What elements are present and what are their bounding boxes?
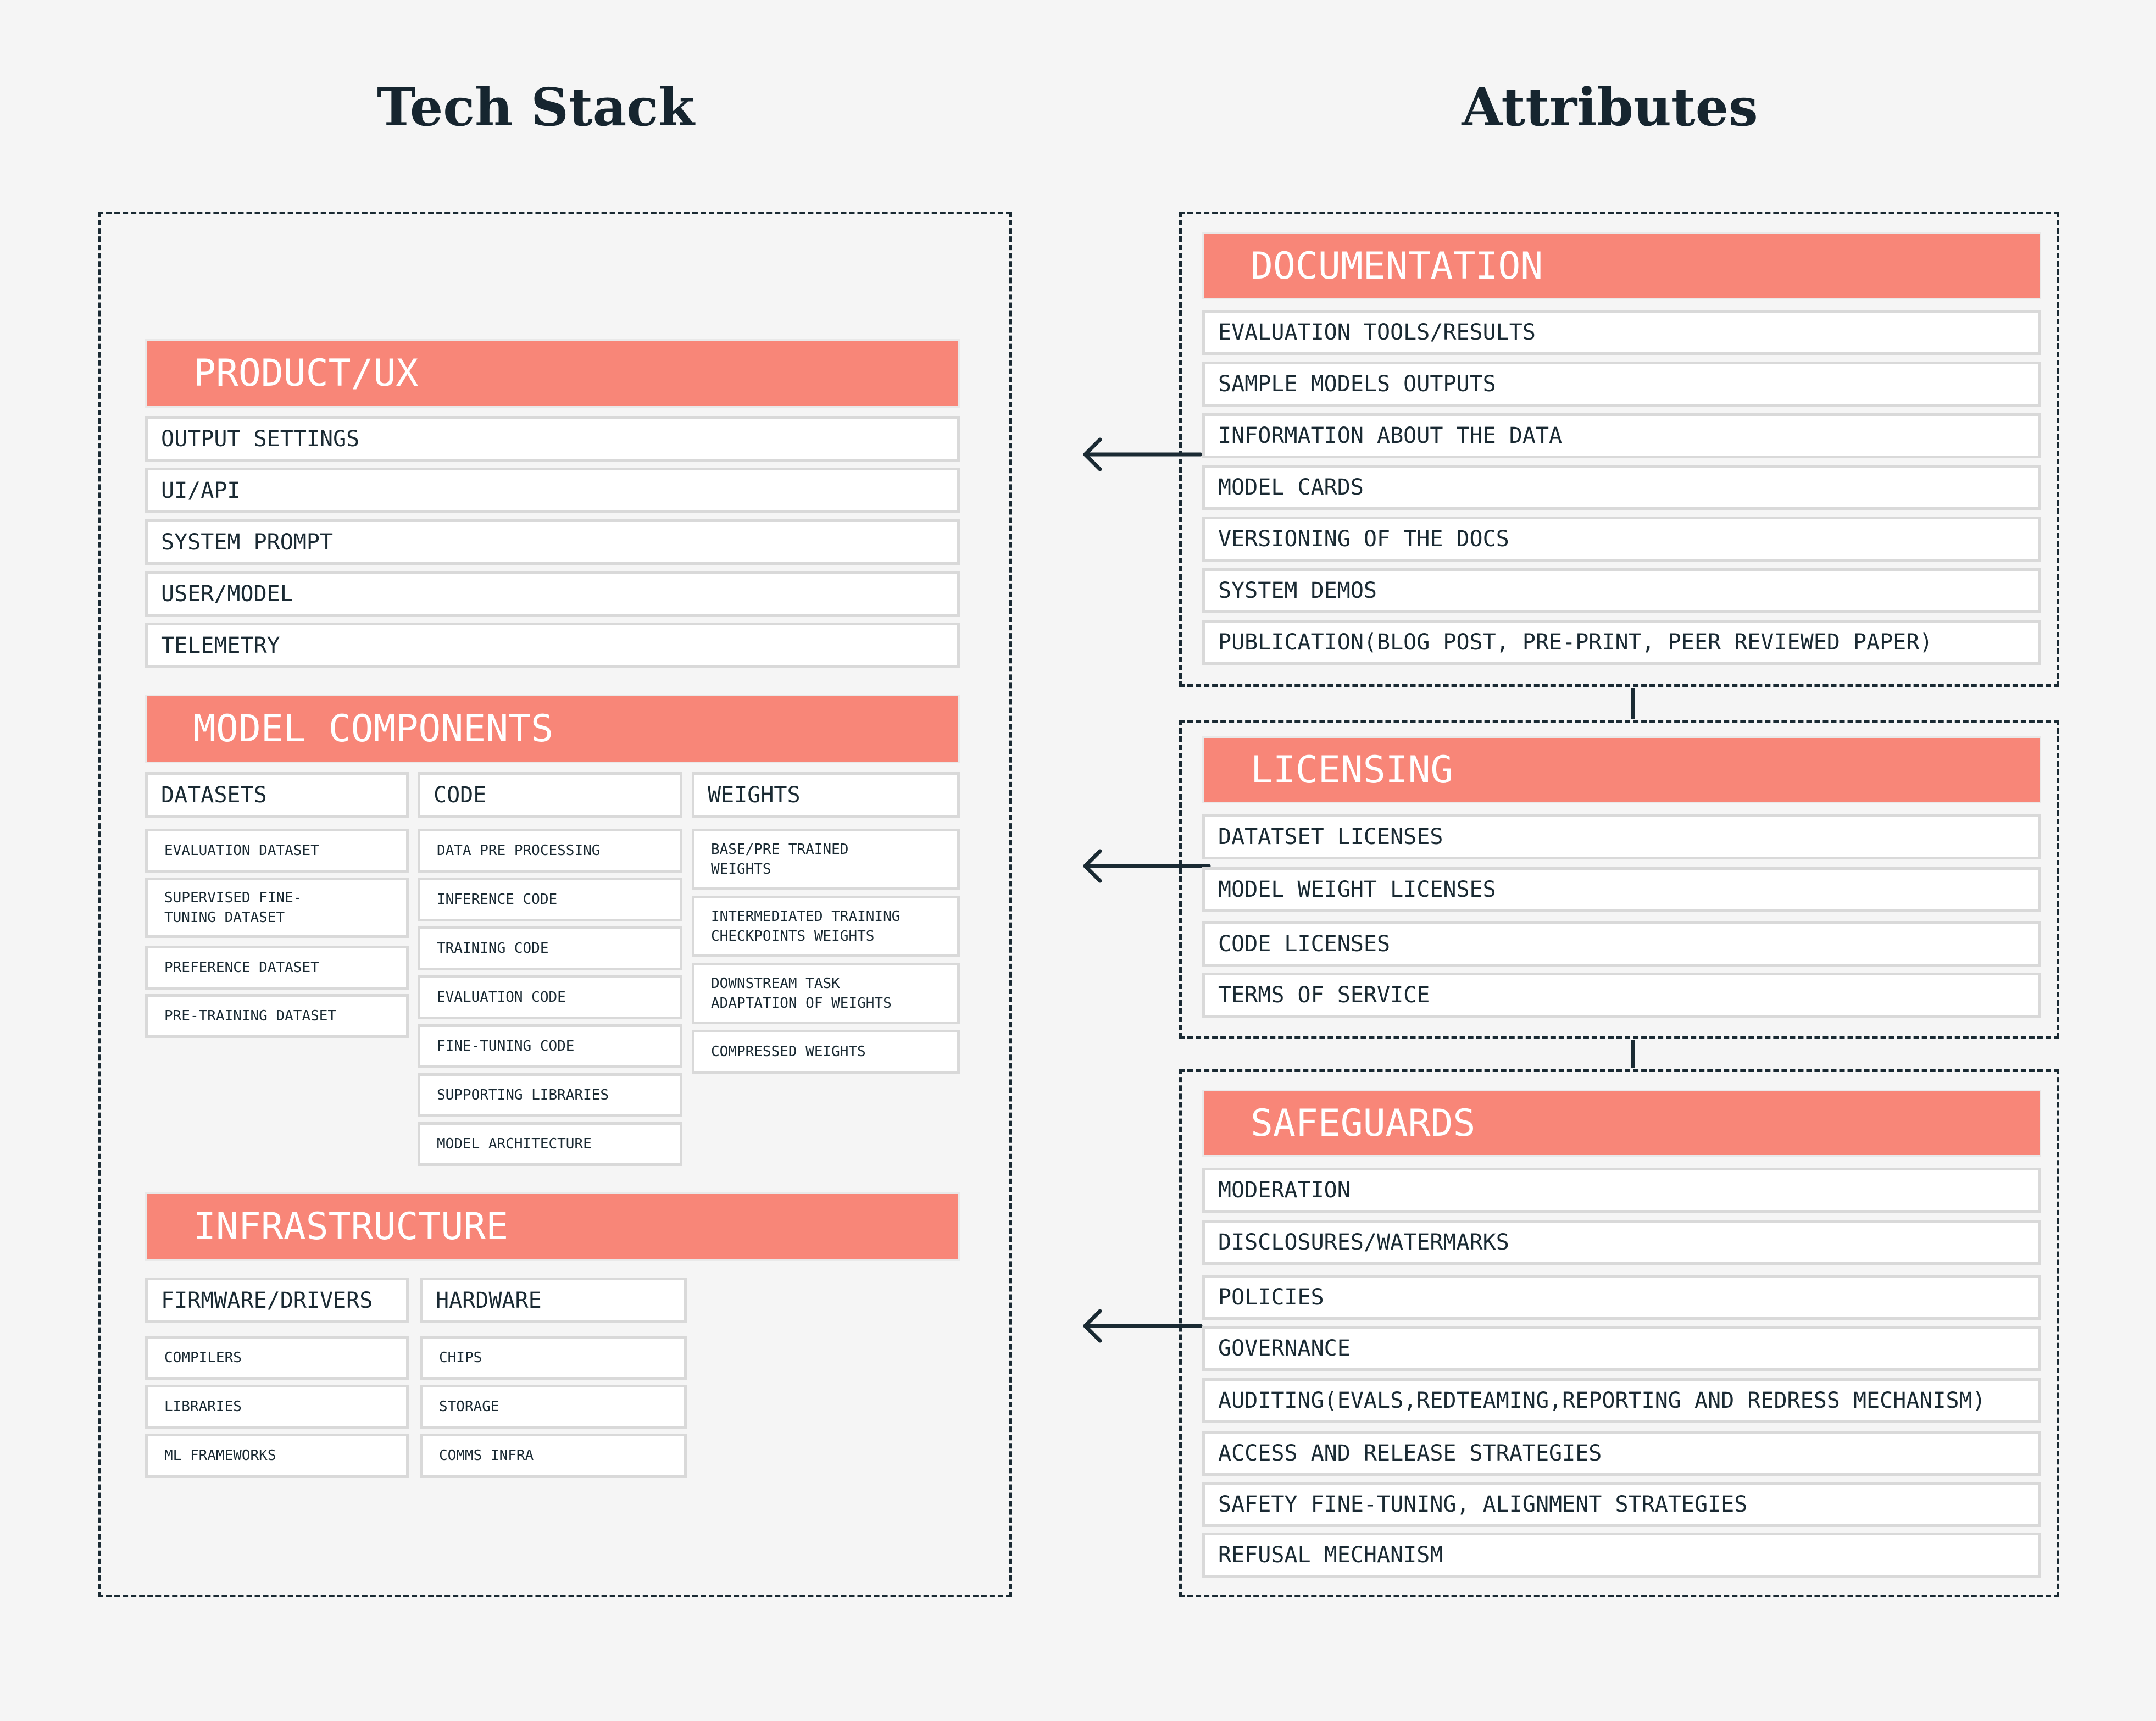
firmware-item: COMPILERS	[145, 1336, 409, 1380]
dataset-item: PREFERENCE DATASET	[145, 946, 409, 990]
safeguards-item: GOVERNANCE	[1202, 1326, 2041, 1371]
hardware-item: STORAGE	[420, 1385, 687, 1429]
hardware-item: COMMS INFRA	[420, 1434, 687, 1478]
documentation-header: DOCUMENTATION	[1202, 232, 2041, 299]
code-item: FINE-TUNING CODE	[418, 1024, 682, 1068]
documentation-arrow	[1083, 437, 1203, 471]
weights-item: DOWNSTREAM TASK ADAPTATION OF WEIGHTS	[692, 963, 960, 1024]
product-ux-item: UI/API	[145, 468, 960, 513]
weights-item: INTERMEDIATED TRAINING CHECKPOINTS WEIGH…	[692, 896, 960, 957]
code-item: SUPPORTING LIBRARIES	[418, 1073, 682, 1117]
code-item: DATA PRE PROCESSING	[418, 829, 682, 873]
code-item: TRAINING CODE	[418, 926, 682, 970]
licensing-item: TERMS OF SERVICE	[1202, 973, 2041, 1018]
datasets-label: DATASETS	[145, 772, 409, 818]
attributes-title: Attributes	[1462, 77, 1758, 138]
documentation-item: INFORMATION ABOUT THE DATA	[1202, 413, 2041, 458]
documentation-item: MODEL CARDS	[1202, 465, 2041, 510]
product-ux-header: PRODUCT/UX	[145, 339, 960, 408]
documentation-item: SAMPLE MODELS OUTPUTS	[1202, 362, 2041, 407]
dataset-item: EVALUATION DATASET	[145, 829, 409, 873]
tech-stack-group	[98, 212, 1012, 1597]
safeguards-header: SAFEGUARDS	[1202, 1090, 2041, 1157]
product-ux-item: TELEMETRY	[145, 623, 960, 668]
tech-stack-title: Tech Stack	[377, 77, 694, 138]
safeguards-item: POLICIES	[1202, 1275, 2041, 1320]
licensing-item: CODE LICENSES	[1202, 921, 2041, 967]
safeguards-arrow	[1083, 1309, 1203, 1343]
licensing-item: MODEL WEIGHT LICENSES	[1202, 867, 2041, 912]
hardware-item: CHIPS	[420, 1336, 687, 1380]
safeguards-item: MODERATION	[1202, 1168, 2041, 1213]
safeguards-item: AUDITING(EVALS,REDTEAMING,REPORTING AND …	[1202, 1378, 2041, 1423]
hardware-label: HARDWARE	[420, 1278, 687, 1323]
documentation-group	[1179, 212, 2059, 687]
code-item: EVALUATION CODE	[418, 975, 682, 1019]
safeguards-item: ACCESS AND RELEASE STRATEGIES	[1202, 1431, 2041, 1476]
safeguards-item: REFUSAL MECHANISM	[1202, 1533, 2041, 1578]
weights-item: BASE/PRE TRAINED WEIGHTS	[692, 829, 960, 890]
firmware-item: ML FRAMEWORKS	[145, 1434, 409, 1478]
code-item: MODEL ARCHITECTURE	[418, 1122, 682, 1166]
firmware-item: LIBRARIES	[145, 1385, 409, 1429]
licensing-group	[1179, 720, 2059, 1039]
product-ux-item: SYSTEM PROMPT	[145, 519, 960, 565]
safeguards-group	[1179, 1069, 2059, 1597]
code-item: INFERENCE CODE	[418, 878, 682, 921]
licensing-arrow	[1083, 849, 1211, 883]
code-label: CODE	[418, 772, 682, 818]
documentation-item: PUBLICATION(BLOG POST, PRE-PRINT, PEER R…	[1202, 620, 2041, 665]
documentation-item: EVALUATION TOOLS/RESULTS	[1202, 310, 2041, 355]
dataset-item: PRE-TRAINING DATASET	[145, 994, 409, 1038]
model-components-header: MODEL COMPONENTS	[145, 695, 960, 763]
infrastructure-header: INFRASTRUCTURE	[145, 1192, 960, 1261]
weights-label: WEIGHTS	[692, 772, 960, 818]
weights-item: COMPRESSED WEIGHTS	[692, 1030, 960, 1074]
documentation-item: VERSIONING OF THE DOCS	[1202, 517, 2041, 562]
safeguards-item: DISCLOSURES/WATERMARKS	[1202, 1220, 2041, 1265]
product-ux-item: OUTPUT SETTINGS	[145, 416, 960, 462]
dataset-item: SUPERVISED FINE- TUNING DATASET	[145, 878, 409, 938]
documentation-item: SYSTEM DEMOS	[1202, 568, 2041, 613]
licensing-header: LICENSING	[1202, 736, 2041, 803]
safeguards-item: SAFETY FINE-TUNING, ALIGNMENT STRATEGIES	[1202, 1482, 2041, 1527]
firmware-drivers-label: FIRMWARE/DRIVERS	[145, 1278, 409, 1323]
licensing-item: DATATSET LICENSES	[1202, 814, 2041, 859]
product-ux-item: USER/MODEL	[145, 571, 960, 617]
